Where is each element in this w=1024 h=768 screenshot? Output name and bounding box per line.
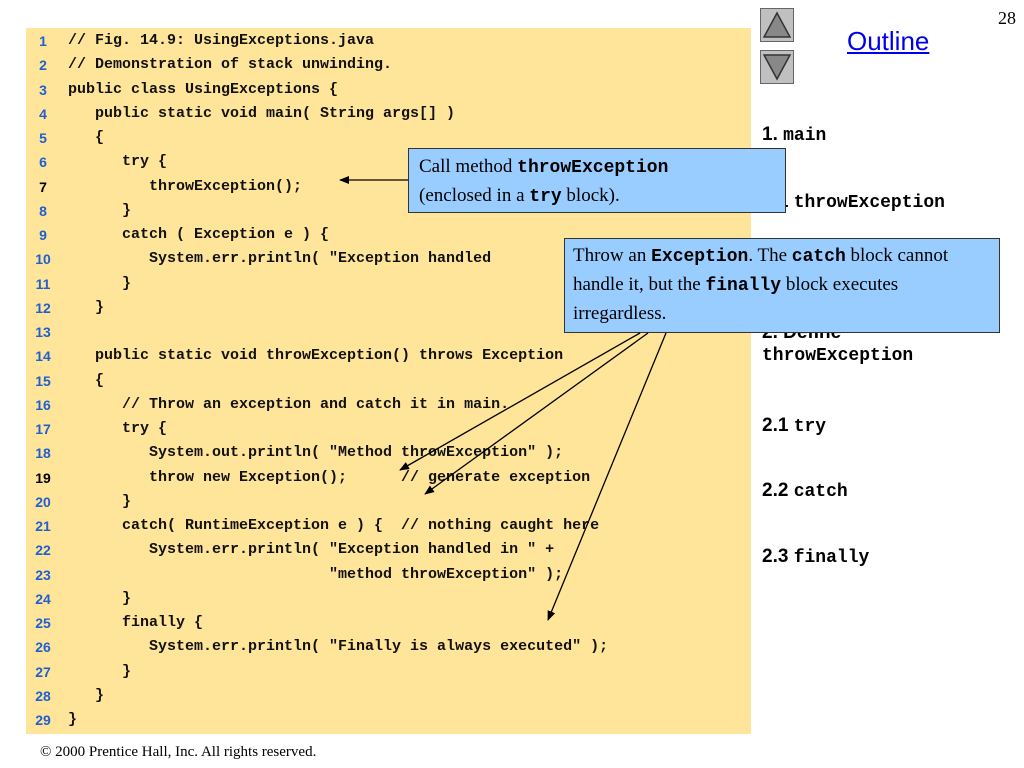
line-number: 2 [39,57,47,74]
code-text: try { [68,153,168,171]
line-number: 10 [35,251,51,268]
outline-item-code: main [783,126,827,146]
line-number: 7 [39,178,47,195]
line-number: 12 [35,299,51,316]
callout-text: (enclosed in a [419,185,530,206]
line-number: 5 [39,130,47,146]
code-text: public static void throwException() thro… [68,347,564,365]
line-number: 4 [39,105,47,122]
outline-item-prefix: 1. [762,124,784,145]
callout-code: catch [791,247,846,267]
code-text: catch ( Exception e ) { [68,226,330,243]
line-number: 9 [39,227,47,243]
code-text: throw new Exception(); // generate excep… [68,468,591,486]
code-text: { [68,129,105,146]
line-number: 8 [39,202,47,219]
code-text: public static void main( String args[] ) [68,104,456,122]
code-text: } [68,298,105,316]
line-number: 3 [39,81,47,98]
previous-slide-button[interactable] [760,8,794,42]
line-number: 27 [35,663,51,680]
callout-text: Throw an [573,245,652,266]
outline-link[interactable]: Outline [847,26,930,56]
code-text: { [68,371,105,389]
copyright-footer: © 2000 Prentice Hall, Inc. All rights re… [40,744,317,760]
outline-item-throwexception-call[interactable]: 1.1 throwException [762,191,945,213]
line-number: 21 [35,518,51,534]
callout-call-method: Call method throwException (enclosed in … [408,148,786,213]
line-number: 17 [35,421,51,437]
code-text: finally { [68,614,204,631]
callout-code: finally [705,276,782,296]
callout-text: . The [748,245,792,266]
line-number: 1 [39,33,47,49]
line-number: 15 [35,372,51,389]
code-text: public class UsingExceptions { [68,80,339,98]
line-number: 25 [35,615,51,631]
outline-item-code: throwException [793,193,945,213]
line-number: 20 [35,493,51,510]
code-text: } [68,589,132,607]
code-text: System.out.println( "Method throwExcepti… [68,444,564,462]
code-text: // Throw an exception and catch it in ma… [68,395,510,413]
code-text: // Fig. 14.9: UsingExceptions.java [68,32,375,49]
line-number: 23 [35,566,51,583]
callout-text: Call method [419,156,518,177]
code-text: } [68,662,132,680]
slide-number: 28 [998,8,1016,28]
line-number: 6 [39,154,47,171]
line-number: 16 [35,396,51,413]
outline-item-code: catch [793,482,848,502]
outline-item-try[interactable]: 2.1 try [762,415,826,437]
callout-code: Exception [651,247,749,267]
callout-code: throwException [517,158,669,178]
outline-item-prefix: 2.3 [762,546,794,567]
outline-item-code: throwException [762,346,914,366]
callout-throw-exception: Throw an Exception. The catch block cann… [564,238,1000,333]
line-number: 14 [35,348,51,365]
code-text: } [68,686,105,704]
code-text: System.err.println( "Exception handled i… [68,541,555,559]
line-number: 19 [35,469,51,486]
outline-item-prefix: 2.1 [762,415,794,436]
callout-text: block). [561,185,620,206]
code-text: try { [68,420,168,437]
callout-code: try [529,187,562,207]
next-slide-button[interactable] [760,50,794,84]
line-number: 13 [35,324,51,340]
triangle-down-icon [762,54,792,81]
code-text: System.err.println( "Exception handled [68,250,492,268]
triangle-up-icon [762,11,792,38]
outline-item-code: try [793,417,827,437]
line-number: 18 [35,445,51,462]
line-number: 28 [35,687,51,704]
outline-item-prefix: 2.2 [762,480,794,501]
code-text: throwException(); [68,177,303,195]
outline-item-catch[interactable]: 2.2 catch [762,480,848,502]
outline-item-main[interactable]: 1. main [762,124,826,146]
code-text: System.err.println( "Finally is always e… [68,638,609,656]
code-text: } [68,711,78,728]
line-number: 22 [35,542,51,559]
code-text: // Demonstration of stack unwinding. [68,56,393,74]
code-text: catch( RuntimeException e ) { // nothing… [68,517,600,534]
line-number: 11 [35,275,51,292]
code-text: } [68,201,132,219]
line-number: 24 [35,590,51,607]
outline-item-code: finally [793,548,870,568]
line-number: 26 [35,639,51,656]
code-text: "method throwException" ); [68,565,564,583]
code-text: } [68,492,132,510]
line-number: 29 [35,712,51,728]
outline-item-finally[interactable]: 2.3 finally [762,546,869,568]
callout-text: block executes irregardless. [573,274,899,324]
code-text: } [68,274,132,292]
callout-text: block cannot handle it, but the [573,245,949,295]
